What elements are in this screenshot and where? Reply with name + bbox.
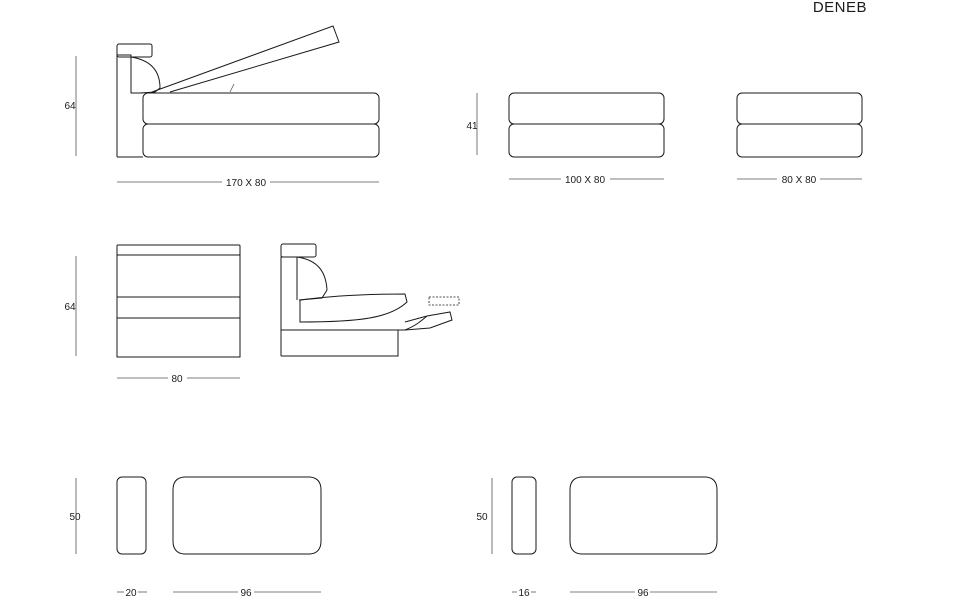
module-side-back-cushion: [296, 256, 328, 301]
ottoman-80-base: [736, 123, 863, 158]
module-side-base: [281, 330, 399, 357]
cushion-a-back-width-label: 96: [240, 588, 252, 599]
module-side-back: [280, 256, 298, 356]
cushion-a-side-width-label: 20: [125, 588, 137, 599]
cushion-set-a-drawing: [116, 476, 322, 555]
module-side-seat: [299, 293, 408, 323]
chaise-back-cushion: [130, 56, 161, 94]
cushion-b-side-width-label: 16: [518, 588, 530, 599]
chaise-seat-cushion: [142, 92, 380, 125]
module-side-drawing: [280, 243, 460, 357]
module-width-label: 80: [171, 374, 183, 385]
cushion-b-side: [511, 476, 537, 555]
module-front-body: [116, 254, 241, 358]
cushion-b-back: [569, 476, 718, 555]
chaise-raised-lid: [151, 25, 340, 93]
module-footrest-arm: [404, 311, 453, 331]
cushion-a-back: [172, 476, 322, 555]
chaise-longue-drawing: [116, 25, 380, 158]
module-height-label: 64: [64, 302, 76, 313]
chaise-backrest: [116, 54, 143, 157]
ottoman-80-top: [736, 92, 863, 125]
brand-title: DENEB: [813, 0, 867, 16]
module-front-top: [116, 244, 241, 256]
module-side-headrest: [280, 243, 317, 258]
ottoman-100-base: [508, 123, 665, 158]
chaise-base: [142, 123, 380, 158]
module-front-drawing: [116, 244, 241, 358]
cushion-b-height-label: 50: [476, 512, 488, 523]
ottoman-100-width-label: 100 X 80: [565, 175, 605, 186]
chaise-width-label: 170 X 80: [226, 178, 266, 189]
cushion-b-back-width-label: 96: [637, 588, 649, 599]
ottoman-height-label: 41: [466, 121, 478, 132]
cushion-set-b-drawing: [511, 476, 718, 555]
chaise-height-label: 64: [64, 101, 76, 112]
module-footrest-extended: [428, 296, 460, 306]
ottoman-100-drawing: [508, 92, 665, 158]
cushion-a-height-label: 50: [69, 512, 81, 523]
ottoman-80-drawing: [736, 92, 863, 158]
cushion-a-side: [116, 476, 147, 555]
ottoman-100-top: [508, 92, 665, 125]
ottoman-80-width-label: 80 X 80: [782, 175, 817, 186]
chaise-headrest: [116, 43, 153, 58]
